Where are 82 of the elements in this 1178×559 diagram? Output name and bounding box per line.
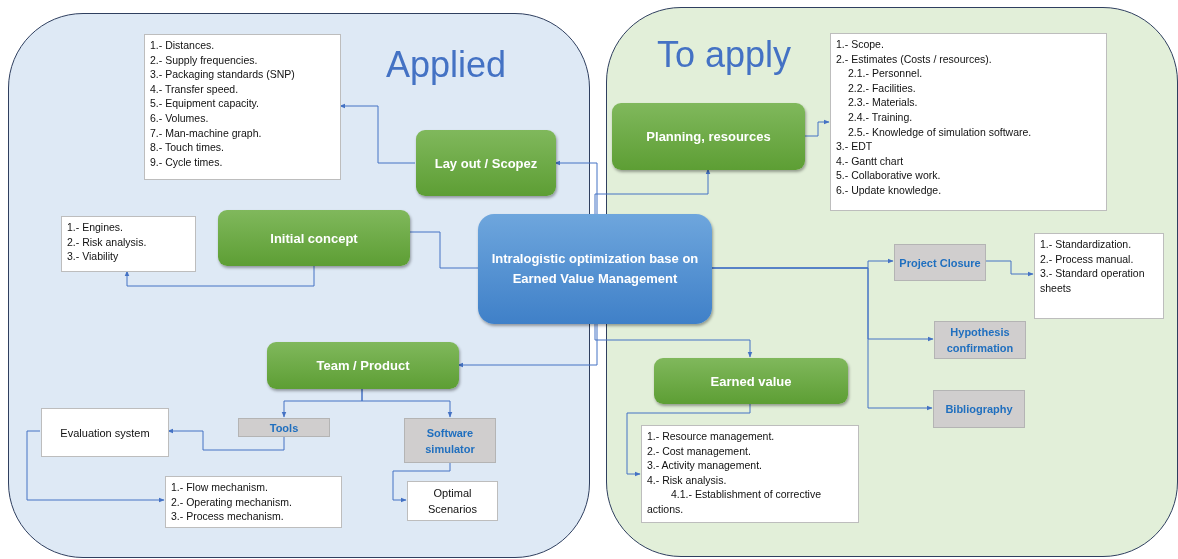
box-label: Evaluation system xyxy=(60,425,150,441)
list-item: 4.- Risk analysis. xyxy=(647,472,728,488)
process-box xyxy=(41,408,169,457)
list-item: 6.- Volumes. xyxy=(150,110,210,126)
list-item: 4.1.- Establishment of corrective actions. xyxy=(647,487,822,517)
list-item: 5.- Equipment capacity. xyxy=(150,96,260,111)
box-label: Intralogistic optimization base on Earned Value Management xyxy=(490,250,700,288)
list-item: 2.- Operating mechanism. xyxy=(171,494,293,510)
list-item: 3.- Activity management. xyxy=(647,458,763,473)
list-item: 2.4.- Training. xyxy=(847,109,914,125)
connector-arrow xyxy=(392,461,451,503)
list-box xyxy=(144,34,341,180)
list-box xyxy=(1034,233,1164,319)
list-box xyxy=(165,476,342,528)
section-box xyxy=(934,321,1026,359)
list-item: 1.- Distances. xyxy=(150,38,216,53)
connector-arrow xyxy=(554,160,598,215)
list-item: 1.- Flow mechanism. xyxy=(171,480,269,495)
process-box xyxy=(218,210,410,266)
section-box xyxy=(894,244,986,281)
list-item: 5.- Collaborative work. xyxy=(836,168,942,183)
list-item: 6.- Update knowledge. xyxy=(836,182,943,198)
list-item: 1.- Engines. xyxy=(67,220,125,235)
connector-arrow xyxy=(457,323,598,368)
list-item: 2.- Process manual. xyxy=(1040,251,1135,267)
list-item: 2.3.- Materials. xyxy=(847,95,919,110)
section-box xyxy=(933,390,1025,428)
connector-arrow xyxy=(124,264,315,287)
connector-arrow xyxy=(167,428,285,451)
section-box xyxy=(238,418,330,437)
box-label: Earned value xyxy=(710,373,792,389)
list-item: 3.- Packaging standards (SNP) xyxy=(150,67,296,82)
panel-heading: Applied xyxy=(386,44,507,86)
box-label: Lay out / Scopez xyxy=(434,155,538,171)
box-label: Optimal Scenarios xyxy=(427,486,478,517)
box-label: Planning, resources xyxy=(646,129,771,144)
connector-arrow xyxy=(803,119,830,137)
list-item: 2.- Risk analysis. xyxy=(67,234,148,250)
panel-heading: To apply xyxy=(657,34,792,76)
process-box xyxy=(407,481,498,521)
list-item: 2.- Supply frequencies. xyxy=(150,52,259,68)
list-item: 1.- Resource management. xyxy=(647,429,776,444)
list-item: 3.- EDT xyxy=(836,139,874,154)
box-label: Tools xyxy=(269,420,299,436)
connector-arrow xyxy=(26,430,165,503)
list-box xyxy=(641,425,859,523)
connector-arrow xyxy=(711,267,933,411)
list-item: 2.- Cost management. xyxy=(647,443,752,459)
central-box xyxy=(478,214,712,324)
box-label: Software simulator xyxy=(424,425,476,457)
connector-arrow xyxy=(626,402,751,477)
list-item: 8.- Touch times. xyxy=(150,140,225,155)
process-box xyxy=(612,103,805,170)
list-item: 7.- Man-machine graph. xyxy=(150,125,263,141)
process-box xyxy=(654,358,848,404)
box-label: Project Closure xyxy=(899,255,981,271)
list-item: 1.- Scope. xyxy=(836,37,885,52)
process-box xyxy=(416,130,556,196)
list-item: 4.- Gantt chart xyxy=(836,153,905,169)
connector-arrow xyxy=(594,168,711,215)
process-box xyxy=(267,342,459,389)
list-item: 2.1.- Personnel. xyxy=(847,66,924,81)
connector-arrow xyxy=(339,103,416,164)
connector-arrow xyxy=(361,387,453,418)
box-label: Hypothesis confirmation xyxy=(945,325,1015,356)
list-item: 2.5.- Knowledge of simulation software. xyxy=(847,124,1033,140)
list-box xyxy=(830,33,1107,211)
list-item: 2.- Estimates (Costs / resources). xyxy=(836,51,993,67)
list-item: 9.- Cycle times. xyxy=(150,154,224,170)
section-box xyxy=(404,418,496,463)
list-box xyxy=(61,216,196,272)
list-item: 1.- Standardization. xyxy=(1040,237,1133,252)
box-label: Team / Product xyxy=(316,358,410,373)
list-item: 2.2.- Facilities. xyxy=(847,80,917,96)
list-item: 4.- Transfer speed. xyxy=(150,81,240,97)
list-item: 3.- Standard operation sheets xyxy=(1040,266,1146,296)
list-item: 3.- Viability xyxy=(67,249,120,264)
connector-arrow xyxy=(594,323,753,358)
connector-arrow xyxy=(984,260,1034,277)
box-label: Bibliography xyxy=(945,402,1013,417)
list-item: 3.- Process mechanism. xyxy=(171,509,285,524)
box-label: Initial concept xyxy=(270,230,358,246)
